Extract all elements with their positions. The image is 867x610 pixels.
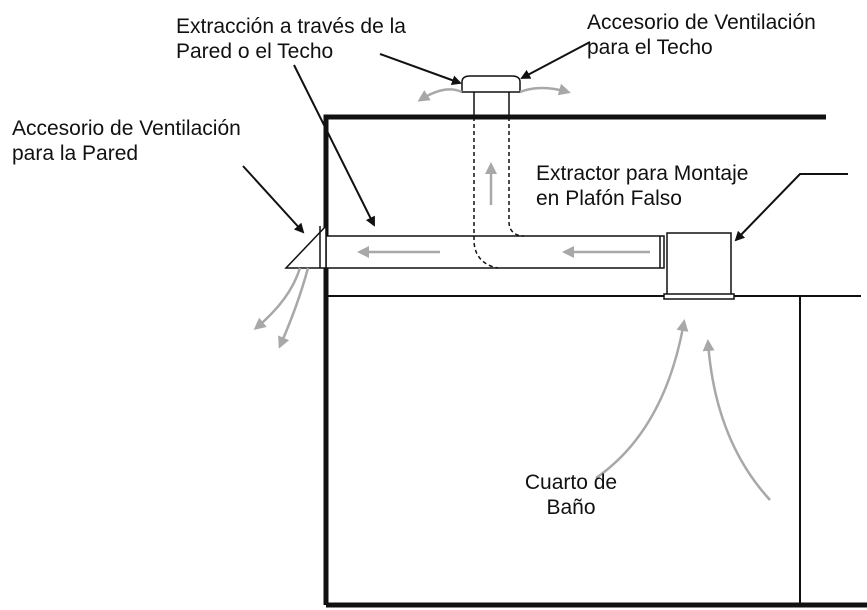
callout-arrows xyxy=(242,41,848,242)
wall-ceiling-exhaust-label-line2: Pared o el Techo xyxy=(176,40,334,63)
wall-exhaust-arrow xyxy=(278,267,310,349)
roof-vent-cap-pointer-right xyxy=(520,41,591,79)
wall-vent-cap xyxy=(284,224,327,269)
wall-exhaust-arrow xyxy=(253,267,302,330)
wall-vent-label-line1: Accesorio de Ventilación xyxy=(12,117,241,140)
wall-ceiling-exhaust-label-line1: Extracción a través de la xyxy=(176,15,406,38)
bathroom-label: Cuarto de Baño xyxy=(506,470,636,520)
wall-ceiling-exhaust-pointer xyxy=(293,64,375,227)
ceiling-fan-pointer xyxy=(734,173,848,242)
roof-exhaust-arrow xyxy=(519,83,571,96)
bathroom-label-line2: Baño xyxy=(546,496,596,519)
ceiling-fan-housing xyxy=(663,232,735,300)
roof-exhaust-arrow xyxy=(417,88,463,102)
room-intake-arrow xyxy=(595,319,689,480)
roof-vent-cap-pointer-left xyxy=(379,53,462,85)
ceiling-line xyxy=(326,295,861,605)
ceiling-fan-label: Extractor para Montaje en Plafón Falso xyxy=(536,161,748,211)
ceiling-fan-label-line2: en Plafón Falso xyxy=(536,187,682,210)
roof-vent-label: Accesorio de Ventilación para el Techo xyxy=(587,10,816,60)
roof-vent-label-line2: para el Techo xyxy=(587,36,713,59)
wall-vent-label: Accesorio de Ventilación para la Pared xyxy=(12,116,241,166)
wall-vent-label-line2: para la Pared xyxy=(12,142,139,165)
bathroom-label-line1: Cuarto de xyxy=(524,471,618,494)
house-outline xyxy=(323,114,867,608)
airflow-arrows xyxy=(253,83,771,501)
room-intake-arrow xyxy=(702,339,771,501)
roof-vent-label-line1: Accesorio de Ventilación xyxy=(587,11,816,34)
roof-vent-cap xyxy=(461,75,521,93)
wall-ceiling-exhaust-label: Extracción a través de la Pared o el Tec… xyxy=(176,14,406,64)
vertical-duct xyxy=(473,92,525,269)
ceiling-fan-label-line1: Extractor para Montaje xyxy=(536,162,749,185)
wall-vent-pointer xyxy=(242,165,305,234)
